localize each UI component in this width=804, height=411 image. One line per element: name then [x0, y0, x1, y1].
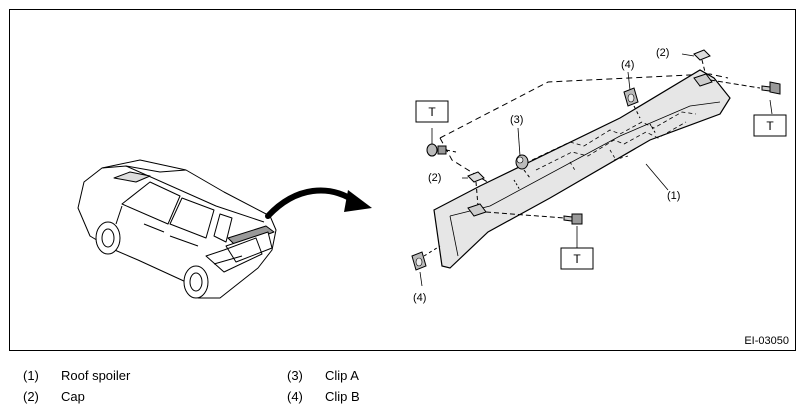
leader-lines — [419, 53, 773, 287]
diagram-frame: T T T (2) (2) (3) (4) (4) (1) EI-03050 — [9, 9, 796, 351]
legend-item: (1) Roof spoiler — [23, 365, 403, 386]
torque-label-left: T — [428, 105, 436, 119]
pointer-arrow — [265, 187, 372, 219]
bolt-right — [709, 79, 781, 95]
callout-cap-top: (2) — [656, 47, 669, 59]
bolt-left — [426, 143, 457, 157]
torque-box-left: T — [415, 100, 449, 123]
figure-code: EI-03050 — [744, 335, 789, 347]
callout-clip-b-bottom: (4) — [413, 292, 426, 304]
bolt-bottom — [485, 211, 583, 225]
cap-top — [693, 49, 713, 87]
clip-b-top — [623, 87, 641, 119]
roof-spoiler — [433, 69, 731, 269]
vehicle-illustration — [77, 159, 277, 299]
callout-clip-b-top: (4) — [621, 59, 634, 71]
torque-label-right: T — [766, 119, 774, 133]
legend-number: (2) — [23, 389, 39, 404]
legend-label: Cap — [61, 389, 85, 404]
legend-number: (4) — [287, 389, 303, 404]
clip-b-bottom — [411, 245, 441, 271]
legend-label: Roof spoiler — [61, 368, 131, 383]
callout-roof-spoiler: (1) — [667, 190, 680, 202]
clip-a — [515, 154, 531, 179]
legend-item: (3) Clip A — [287, 365, 667, 386]
legend-item: (4) Clip B — [287, 386, 667, 407]
legend-number: (1) — [23, 368, 39, 383]
cap-left — [467, 171, 487, 217]
legend-item: (2) Cap — [23, 386, 403, 407]
legend-number: (3) — [287, 368, 303, 383]
legend-column-left: (1) Roof spoiler (2) Cap — [23, 365, 403, 407]
legend-label: Clip B — [325, 389, 360, 404]
torque-box-bottom: T — [560, 247, 594, 270]
legend-label: Clip A — [325, 368, 359, 383]
roof-spoiler-exploded-diagram: T T T (2) (2) (3) (4) (4) (1) — [77, 47, 787, 304]
legend-column-right: (3) Clip A (4) Clip B — [287, 365, 667, 407]
torque-box-right: T — [753, 114, 787, 137]
torque-label-bottom: T — [573, 252, 581, 266]
callout-clip-a: (3) — [510, 114, 523, 126]
callout-cap-left: (2) — [428, 172, 441, 184]
